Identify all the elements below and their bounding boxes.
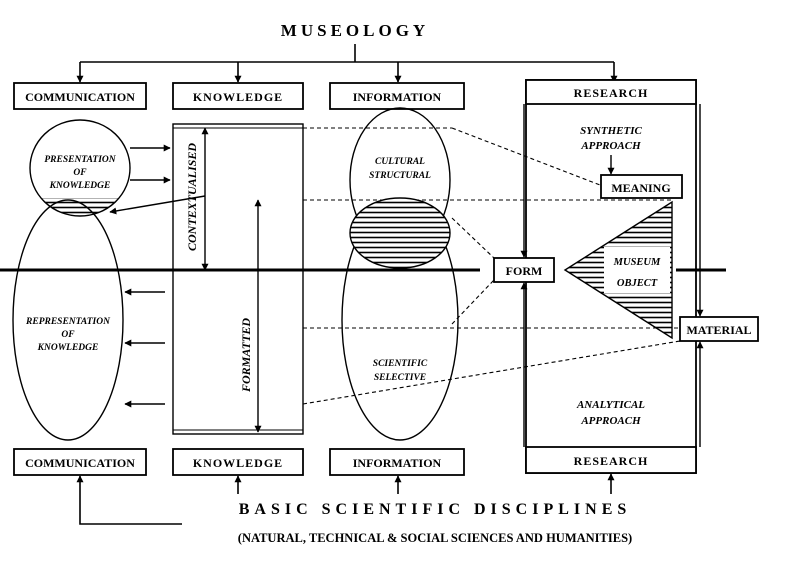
top-communication-box: COMMUNICATION — [13, 82, 147, 110]
info-overlap-hatch — [349, 197, 451, 269]
diagram-title: MUSEOLOGY — [281, 21, 429, 40]
top-knowledge-label: KNOWLEDGE — [193, 90, 283, 104]
top-information-box: INFORMATION — [329, 82, 465, 110]
cultural-line-2: STRUCTURAL — [369, 171, 431, 181]
synthetic-line-2: APPROACH — [580, 140, 641, 152]
meaning-label: MEANING — [611, 181, 670, 195]
material-label: MATERIAL — [686, 323, 751, 337]
analytical-line-2: APPROACH — [580, 415, 641, 427]
synthetic-line-1: SYNTHETIC — [580, 125, 642, 137]
material-box: MATERIAL — [679, 316, 759, 342]
bottom-arrows — [76, 473, 615, 525]
form-label: FORM — [506, 264, 543, 278]
scientific-line-2: SELECTIVE — [374, 373, 426, 383]
bottom-knowledge-box: KNOWLEDGE — [172, 448, 304, 476]
representation-line-1: REPRESENTATION — [25, 317, 111, 327]
representation-line-3: KNOWLEDGE — [37, 343, 99, 353]
top-distribution-lines — [76, 44, 618, 83]
form-box: FORM — [493, 257, 555, 283]
synthetic-approach: SYNTHETIC APPROACH — [580, 125, 642, 152]
top-communication-label: COMMUNICATION — [25, 90, 135, 104]
bottom-research-label: RESEARCH — [574, 454, 649, 468]
bottom-communication-box: COMMUNICATION — [13, 448, 147, 476]
bottom-information-label: INFORMATION — [353, 456, 442, 470]
museum-object-line-1: MUSEUM — [613, 257, 661, 268]
analytical-approach: ANALYTICAL APPROACH — [576, 399, 645, 427]
top-information-label: INFORMATION — [353, 90, 442, 104]
research-panel: RESEARCH RESEARCH — [525, 79, 697, 474]
bottom-communication-label: COMMUNICATION — [25, 456, 135, 470]
knowledge-column: CONTEXTUALISED FORMATTED — [172, 123, 304, 435]
presentation-line-3: KNOWLEDGE — [49, 181, 111, 191]
bottom-information-box: INFORMATION — [329, 448, 465, 476]
presentation-line-2: OF — [73, 168, 87, 178]
museum-object-triangle: MUSEUM OBJECT — [563, 200, 673, 340]
analytical-line-1: ANALYTICAL — [576, 399, 645, 411]
disciplines-subtitle: (NATURAL, TECHNICAL & SOCIAL SCIENCES AN… — [238, 531, 632, 545]
formatted-label: FORMATTED — [239, 318, 253, 393]
top-research-label: RESEARCH — [574, 86, 649, 100]
dashed-connectors — [302, 127, 687, 405]
left-arrows — [109, 144, 206, 408]
meaning-box: MEANING — [600, 174, 683, 199]
bottom-knowledge-label: KNOWLEDGE — [193, 456, 283, 470]
representation-line-2: OF — [61, 330, 75, 340]
museum-object-line-2: OBJECT — [617, 278, 658, 289]
representation-ellipse: REPRESENTATION OF KNOWLEDGE — [12, 199, 124, 441]
cultural-line-1: CULTURAL — [375, 157, 425, 167]
top-knowledge-box: KNOWLEDGE — [172, 82, 304, 110]
scientific-line-1: SCIENTIFIC — [373, 359, 428, 369]
presentation-line-1: PRESENTATION — [44, 155, 116, 165]
contextualised-label: CONTEXTUALISED — [185, 143, 199, 251]
disciplines-label: BASIC SCIENTIFIC DISCIPLINES — [239, 501, 632, 518]
